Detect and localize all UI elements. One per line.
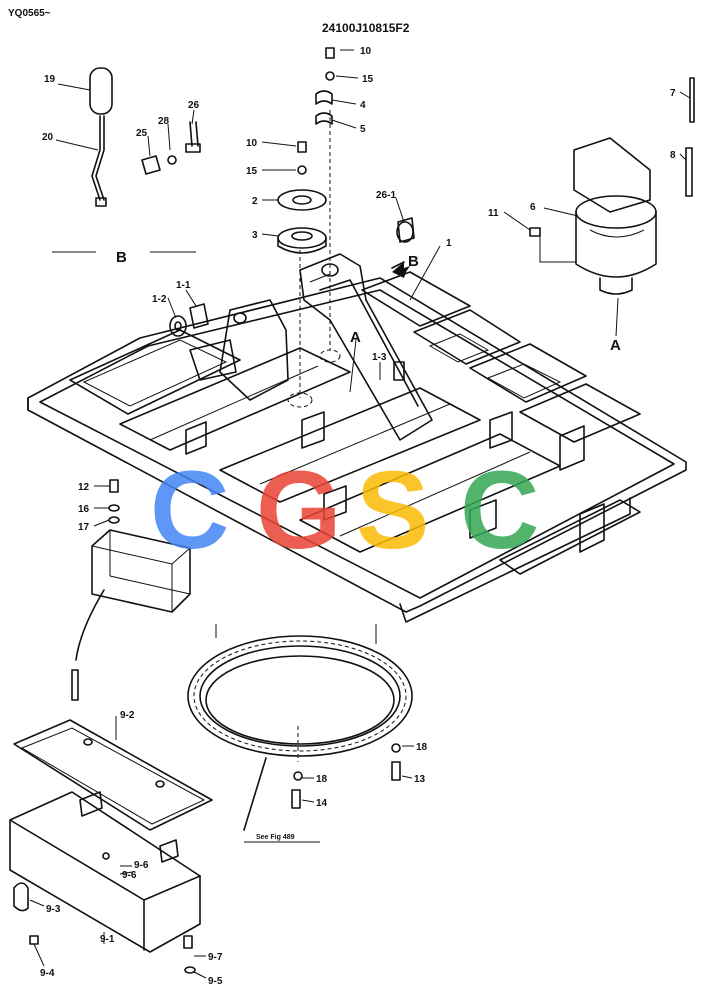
- watermark-letter-c2: C: [460, 449, 539, 572]
- view-marker-a-frame: A: [350, 329, 361, 346]
- callout-3: 3: [252, 230, 258, 241]
- callout-26: 26: [188, 100, 200, 111]
- callout-9-2: 9-2: [120, 710, 135, 721]
- lever-group-b: B: [52, 67, 201, 266]
- bushings: [169, 217, 415, 337]
- callout-15-top: 15: [362, 74, 374, 85]
- view-marker-b-frame: B: [408, 253, 419, 270]
- revolving-frame: [27, 110, 687, 623]
- callout-5: 5: [360, 124, 366, 135]
- callout-9-4: 9-4: [40, 968, 55, 979]
- callout-25: 25: [136, 128, 148, 139]
- leader-lines: [29, 49, 691, 979]
- callout-8: 8: [670, 150, 676, 161]
- callout-numbers: 19 20 25 28 26 10 15 4 5 10 15 2 3 26-1 …: [40, 46, 676, 987]
- callout-9-6-a: 9-6: [134, 860, 149, 871]
- callout-16: 16: [78, 504, 90, 515]
- callout-18-right: 18: [416, 742, 428, 753]
- callout-19: 19: [44, 74, 56, 85]
- callout-7: 7: [670, 88, 676, 99]
- callout-17: 17: [78, 522, 90, 533]
- callout-10-mid: 10: [246, 138, 258, 149]
- drawing-code-left: YQ0565~: [8, 8, 51, 19]
- swing-motor-assembly: [529, 77, 695, 295]
- watermark-letter-g: G: [256, 449, 342, 572]
- view-marker-a-motor: A: [610, 337, 621, 354]
- watermark-logo: C G S C: [150, 449, 539, 572]
- callout-6: 6: [530, 202, 536, 213]
- callout-9-6-b: 9-6: [122, 870, 137, 881]
- see-figure-note: See Fig 489: [256, 834, 295, 841]
- center-joint-parts: [277, 47, 335, 254]
- toolbox-large: [9, 719, 213, 974]
- callout-1-3: 1-3: [372, 352, 387, 363]
- drawing-code-center: 24100J10815F2: [322, 21, 410, 35]
- toolbox-small: [71, 479, 191, 701]
- callout-12: 12: [78, 482, 90, 493]
- callout-9-7: 9-7: [208, 952, 223, 963]
- callout-1-2: 1-2: [152, 294, 167, 305]
- callout-2: 2: [252, 196, 258, 207]
- watermark-letter-c1: C: [150, 449, 229, 572]
- callout-15-mid: 15: [246, 166, 258, 177]
- callout-9-5: 9-5: [208, 976, 223, 987]
- ring-bolts: [291, 743, 401, 809]
- callout-9-1: 9-1: [100, 934, 115, 945]
- callout-28: 28: [158, 116, 170, 127]
- arrow-icon: [392, 262, 410, 278]
- callout-20: 20: [42, 132, 54, 143]
- callout-10-top: 10: [360, 46, 372, 57]
- watermark-letter-s: S: [356, 449, 429, 572]
- callout-26-1: 26-1: [376, 190, 396, 201]
- callout-4: 4: [360, 100, 366, 111]
- callout-9-3: 9-3: [46, 904, 61, 915]
- callout-13: 13: [414, 774, 426, 785]
- view-marker-b-group: B: [116, 249, 127, 266]
- callout-11: 11: [488, 208, 499, 219]
- callout-1-1: 1-1: [176, 280, 191, 291]
- callout-1: 1: [446, 238, 452, 249]
- swing-bearing-ring: See Fig 489: [187, 624, 413, 843]
- callout-18-mid: 18: [316, 774, 328, 785]
- callout-14: 14: [316, 798, 328, 809]
